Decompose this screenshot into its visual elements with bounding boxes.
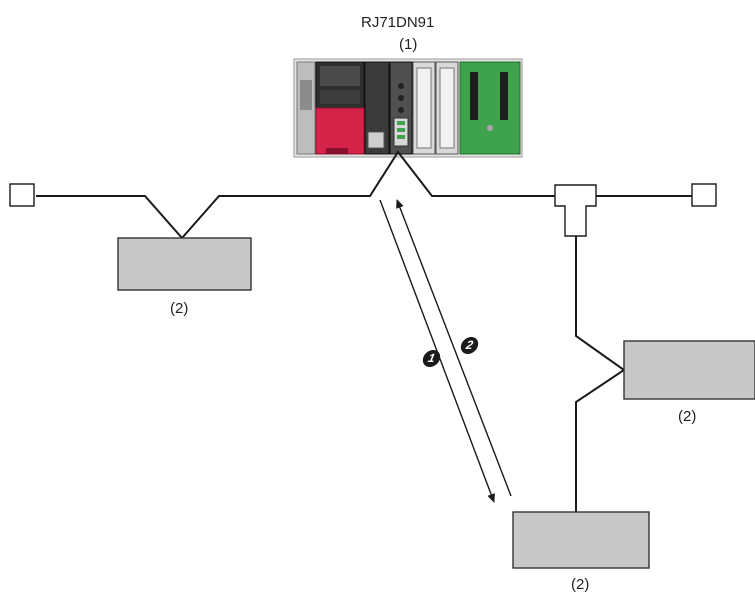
module-name-label: RJ71DN91 — [361, 14, 435, 31]
module-number-label: (1) — [399, 36, 418, 53]
device-number-label: (2) — [571, 576, 590, 593]
trunk-line — [36, 150, 692, 240]
tee-connector-icon — [554, 184, 597, 237]
device-box — [623, 340, 755, 400]
drop-line — [575, 236, 626, 512]
device-box — [512, 511, 650, 569]
device-box — [117, 237, 252, 291]
device-number-label: (2) — [678, 408, 697, 425]
device-number-label: (2) — [170, 300, 189, 317]
communication-arrow-icon — [396, 199, 512, 497]
terminator-icon — [691, 183, 717, 207]
plc-rack-icon — [293, 58, 523, 158]
terminator-icon — [9, 183, 35, 207]
